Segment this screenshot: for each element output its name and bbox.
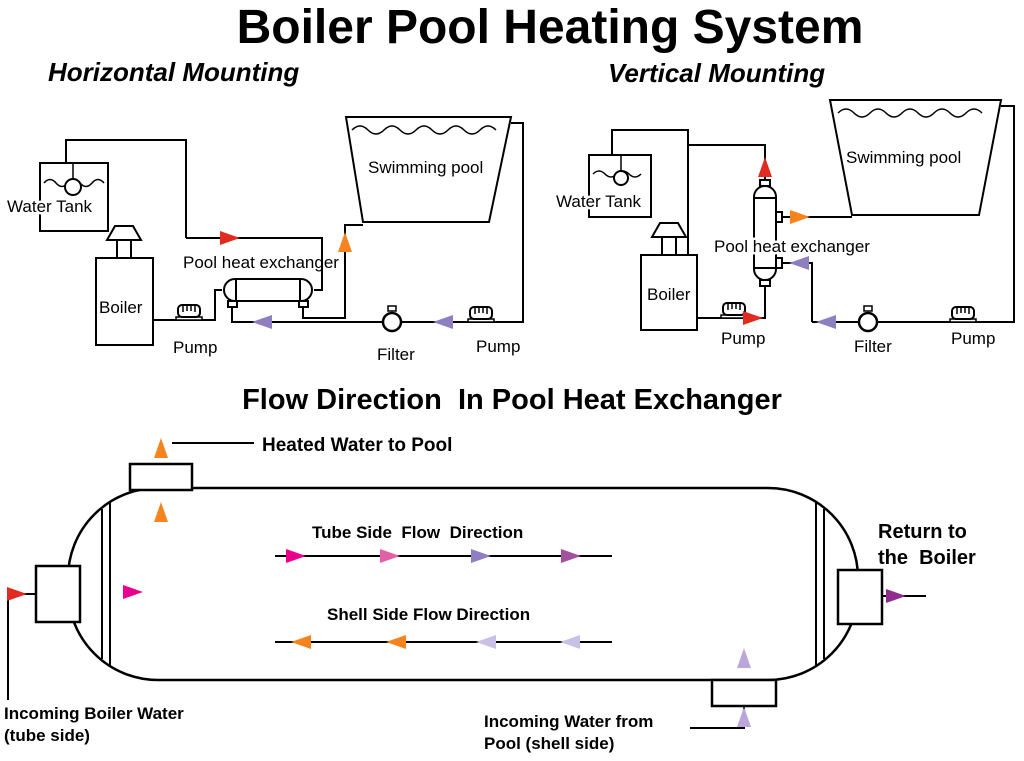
pump-label: Pump — [476, 337, 520, 356]
bottom-inlet-port — [710, 678, 778, 708]
incoming-boiler-label-line1: Incoming Boiler Water — [4, 704, 184, 723]
vertical-heading: Vertical Mounting — [608, 58, 825, 88]
return-to-boiler-label-line2: the Boiler — [878, 547, 976, 569]
incoming-pool-leader-line — [690, 706, 745, 729]
inlet-leader-line — [7, 593, 36, 700]
swimming-pool-wave — [351, 125, 497, 135]
swimming-pool-label: Swimming pool — [368, 158, 483, 177]
pipe-exchanger-to-pool — [302, 224, 363, 319]
heat-exchanger-label: Pool heat exchanger — [714, 237, 870, 256]
pump-icon — [175, 304, 203, 321]
boiler-chimney-stack — [116, 239, 132, 259]
pipe-supply-to-exchanger — [186, 237, 323, 291]
pipe-tank-to-supply — [65, 139, 187, 238]
boiler-chimney-cap — [650, 222, 688, 238]
pool-inlet-arrow-icon — [737, 707, 751, 727]
return-to-boiler-label-line1: Return to — [878, 521, 967, 543]
flow-heading: Flow Direction In Pool Heat Exchanger — [242, 384, 782, 416]
water-tank — [39, 162, 109, 232]
horizontal-mounting-diagram: Horizontal Mounting Water Tank Boiler Po… — [5, 57, 524, 364]
flow-arrow-violet-icon — [252, 315, 272, 329]
boiler-label: Boiler — [647, 285, 691, 304]
swimming-pool-wave — [837, 108, 983, 118]
heated-water-arrow-icon — [154, 438, 168, 458]
swimming-pool — [828, 99, 1003, 216]
flow-arrow-red-icon — [758, 157, 772, 177]
exchanger-shell — [66, 486, 860, 682]
flow-arrow-red-icon — [743, 311, 763, 325]
return-arrow-icon — [886, 589, 906, 603]
filter-icon — [857, 304, 879, 333]
pump-label: Pump — [951, 329, 995, 348]
heat-exchanger-port-bottom — [759, 279, 771, 287]
heat-exchanger-port-right-bottom — [775, 257, 783, 269]
incoming-pool-label-line1: Incoming Water from — [484, 712, 653, 731]
water-tank — [588, 154, 652, 218]
shell-side-label: Shell Side Flow Direction — [327, 605, 530, 624]
top-outlet-port — [128, 462, 194, 492]
water-tank-label: Water Tank — [556, 192, 642, 211]
pump-icon — [467, 306, 495, 323]
water-tank-label: Water Tank — [7, 197, 93, 216]
pipe-tank-to-boiler — [611, 129, 689, 255]
boiler-chimney-cap — [105, 225, 143, 241]
heated-water-label: Heated Water to Pool — [262, 435, 452, 456]
boiler — [640, 254, 698, 331]
swimming-pool-label: Swimming pool — [846, 148, 961, 167]
tube-side-label: Tube Side Flow Direction — [312, 523, 523, 542]
pump-icon — [949, 306, 977, 323]
incoming-boiler-label-line2: (tube side) — [4, 726, 90, 745]
pipe-filter-to-exchanger — [782, 262, 813, 322]
inlet-arrow-red-icon — [7, 587, 27, 601]
float-ball-icon — [613, 170, 629, 186]
incoming-pool-label-line2: Pool (shell side) — [484, 734, 614, 753]
flow-arrow-orange-icon — [338, 232, 352, 252]
heat-exchanger-label: Pool heat exchanger — [183, 253, 339, 272]
float-ball-icon — [64, 178, 82, 196]
pipe-pool-to-filter — [812, 105, 1015, 323]
heat-exchanger-port-top — [759, 179, 771, 187]
filter-label: Filter — [377, 345, 415, 364]
flow-arrow-violet-icon — [816, 315, 836, 329]
flow-arrow-violet-icon — [433, 315, 453, 329]
boiler-label: Boiler — [99, 298, 143, 317]
vertical-mounting-diagram: Vertical Mounting Water Tank Boile — [554, 58, 1015, 356]
swimming-pool — [344, 116, 513, 223]
heat-exchanger-port-right-top — [775, 211, 783, 223]
heat-exchanger-port-left — [227, 300, 238, 308]
pipe-exchanger-return — [688, 144, 766, 180]
flow-arrow-red-icon — [220, 231, 240, 245]
pipe-boiler-to-exchanger — [697, 286, 766, 319]
page-title: Boiler Pool Heating System — [237, 1, 864, 54]
outlet-flange — [836, 568, 884, 626]
boiler-chimney-stack — [661, 236, 677, 256]
flow-direction-diagram: Flow Direction In Pool Heat Exchanger — [4, 384, 976, 753]
pipe-pool-to-exchanger — [231, 122, 524, 323]
heat-exchanger-port-right — [298, 300, 309, 308]
heat-exchanger-body — [223, 278, 313, 302]
boiler — [95, 257, 154, 346]
filter-label: Filter — [854, 337, 892, 356]
pump-label: Pump — [173, 338, 217, 357]
pump-label: Pump — [721, 329, 765, 348]
horizontal-heading: Horizontal Mounting — [48, 57, 299, 87]
inlet-flange — [34, 564, 82, 624]
filter-icon — [381, 304, 403, 333]
heat-exchanger-body — [753, 185, 777, 281]
flow-arrow-orange-icon — [790, 210, 810, 224]
flow-arrow-violet-icon — [789, 256, 809, 270]
